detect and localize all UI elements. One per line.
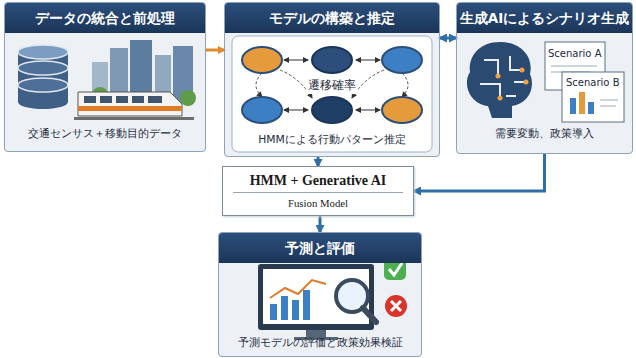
panel-caption: 予測モデルの評価と政策効果検証 — [219, 336, 421, 350]
panel-heading: 生成AIによるシナリオ生成 — [457, 3, 632, 33]
ai-brain-icon — [467, 42, 532, 118]
panel-caption: Fusion Model — [223, 193, 413, 213]
panel-grounds — [4, 2, 633, 357]
panel-caption: 交通センサス＋移動目的データ — [5, 127, 205, 141]
scenario-documents — [545, 42, 624, 122]
panel-heading: 予測と評価 — [219, 233, 421, 263]
city-train-picture — [74, 40, 196, 120]
panel-heading: データの統合と前処理 — [5, 3, 205, 33]
panel-caption: HMMによる行動パターン推定 — [225, 133, 439, 147]
monitor-evaluation-icon — [258, 258, 407, 340]
fusion-box: HMM + Generative AIFusion Model — [222, 166, 414, 216]
scenario-label: Scenario A — [546, 48, 604, 59]
process-panel: データの統合と前処理交通センサス＋移動目的データ — [4, 2, 206, 152]
panel-caption: 需要変動、政策導入 — [457, 127, 632, 141]
process-panel: 予測と評価予測モデルの評価と政策効果検証 — [218, 232, 422, 357]
flow-arrow — [317, 157, 320, 166]
flow-arrow — [440, 37, 456, 40]
panel-heading: HMM + Generative AI — [233, 167, 403, 193]
panel-heading: モデルの構築と推定 — [225, 3, 439, 33]
flow-arrow — [319, 216, 322, 232]
scenario-label: Scenario B — [564, 77, 622, 88]
transition-label: 遷移確率 — [306, 77, 358, 94]
flow-arrow — [206, 49, 224, 52]
database-icon — [18, 45, 68, 109]
flow-arrow — [414, 154, 545, 191]
